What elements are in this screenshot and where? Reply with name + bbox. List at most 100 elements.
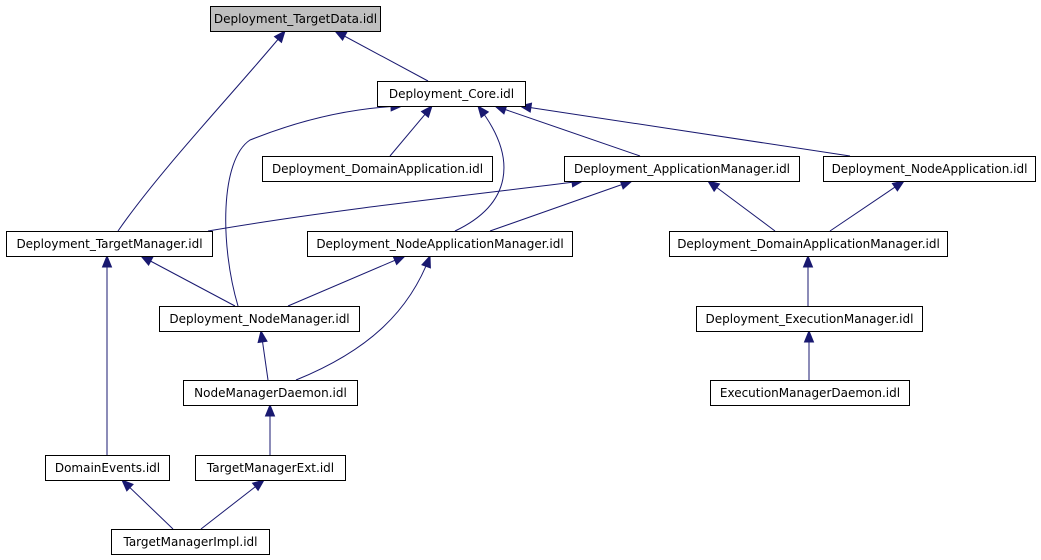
arrow-head-icon: [392, 255, 407, 266]
node-domainappmgr[interactable]: Deployment_DomainApplicationManager.idl: [669, 231, 948, 257]
node-box[interactable]: [377, 81, 526, 107]
node-box[interactable]: [195, 455, 346, 481]
edge-line: [295, 255, 431, 381]
node-nodemgr[interactable]: Deployment_NodeManager.idl: [159, 306, 360, 332]
edge-domainapp-to-core: [389, 104, 433, 157]
edge-line: [207, 180, 584, 232]
edge-nodemgrdaemon-to-nodeappmgr: [295, 254, 431, 381]
edge-line: [287, 255, 406, 307]
edge-nodemgr-to-core: [225, 101, 404, 307]
edge-core-to-targetdata: [333, 30, 429, 82]
edge-line: [494, 105, 641, 157]
edge-line: [454, 105, 505, 232]
graph-edges: [101, 29, 906, 530]
node-label: Deployment_DomainApplication.idl: [272, 162, 483, 176]
edge-line: [117, 30, 286, 232]
edge-nodemgr-to-nodeappmgr: [287, 255, 407, 307]
arrow-head-icon: [477, 104, 490, 119]
edge-targetmgr-to-appmgr: [207, 177, 585, 232]
node-targetmgrext[interactable]: TargetManagerExt.idl: [195, 455, 346, 481]
edge-line: [519, 105, 851, 157]
node-label: Deployment_TargetManager.idl: [16, 237, 202, 251]
edge-line: [225, 105, 403, 307]
node-nodemgrdaemon[interactable]: NodeManagerDaemon.idl: [183, 380, 358, 406]
node-label: Deployment_NodeManager.idl: [169, 312, 349, 326]
edge-appmgr-to-core: [493, 104, 641, 157]
node-nodeapp[interactable]: Deployment_NodeApplication.idl: [823, 156, 1036, 182]
node-box[interactable]: [6, 231, 213, 257]
node-label: ExecutionManagerDaemon.idl: [720, 386, 900, 400]
edge-line: [121, 479, 174, 530]
node-box[interactable]: [210, 6, 381, 32]
arrow-head-icon: [802, 254, 814, 268]
edge-targetmgrext-to-nodemgrdaemon: [264, 403, 276, 455]
edge-targetmgr-to-targetdata: [117, 29, 286, 232]
node-label: TargetManagerExt.idl: [206, 461, 334, 475]
arrow-head-icon: [706, 180, 721, 193]
node-domainapp[interactable]: Deployment_DomainApplication.idl: [262, 156, 493, 182]
arrow-head-icon: [101, 254, 113, 268]
node-box[interactable]: [45, 455, 170, 481]
arrow-head-icon: [803, 329, 815, 343]
edge-line: [200, 479, 265, 530]
edge-nodemgr-to-targetmgr: [139, 255, 236, 307]
edge-execmgr-to-domainappmgr: [802, 254, 814, 306]
edge-domainevents-to-targetmgr: [101, 254, 113, 455]
arrow-head-icon: [121, 479, 134, 492]
node-box[interactable]: [696, 306, 923, 332]
edge-line: [140, 255, 236, 307]
arrow-head-icon: [420, 104, 433, 119]
node-appmgr[interactable]: Deployment_ApplicationManager.idl: [564, 156, 800, 182]
node-box[interactable]: [710, 380, 910, 406]
edge-execmgrdaemon-to-execmgr: [803, 329, 815, 380]
arrow-head-icon: [257, 329, 268, 344]
node-execmgr[interactable]: Deployment_ExecutionManager.idl: [696, 306, 923, 332]
node-label: Deployment_Core.idl: [389, 87, 514, 101]
node-label: Deployment_TargetData.idl: [214, 12, 377, 26]
node-label: Deployment_DomainApplicationManager.idl: [677, 237, 940, 251]
graph-nodes: Deployment_TargetData.idlDeployment_Core…: [6, 6, 1036, 555]
node-label: DomainEvents.idl: [55, 461, 160, 475]
node-targetmgrimpl[interactable]: TargetManagerImpl.idl: [111, 529, 270, 555]
edge-nodeappmgr-to-appmgr: [489, 179, 634, 232]
arrow-head-icon: [139, 255, 154, 267]
node-domainevents[interactable]: DomainEvents.idl: [45, 455, 170, 481]
node-box[interactable]: [307, 231, 573, 257]
edge-line: [829, 180, 905, 232]
edge-targetmgrimpl-to-targetmgrext: [200, 479, 266, 530]
node-label: TargetManagerImpl.idl: [122, 535, 257, 549]
arrow-head-icon: [264, 403, 276, 417]
node-targetdata[interactable]: Deployment_TargetData.idl: [210, 6, 381, 32]
node-core[interactable]: Deployment_Core.idl: [377, 81, 526, 107]
edge-line: [707, 180, 776, 232]
node-box[interactable]: [159, 306, 360, 332]
node-box[interactable]: [823, 156, 1036, 182]
arrow-head-icon: [421, 254, 431, 269]
node-box[interactable]: [111, 529, 270, 555]
edge-line: [334, 30, 429, 82]
arrow-head-icon: [251, 479, 266, 492]
edge-line: [489, 180, 633, 232]
node-label: NodeManagerDaemon.idl: [194, 386, 347, 400]
node-targetmgr[interactable]: Deployment_TargetManager.idl: [6, 231, 213, 257]
edge-domainappmgr-to-appmgr: [706, 180, 776, 232]
node-label: Deployment_NodeApplicationManager.idl: [316, 237, 563, 251]
node-nodeappmgr[interactable]: Deployment_NodeApplicationManager.idl: [307, 231, 573, 257]
node-box[interactable]: [564, 156, 800, 182]
node-box[interactable]: [262, 156, 493, 182]
node-label: Deployment_ApplicationManager.idl: [574, 162, 790, 176]
arrow-head-icon: [891, 180, 906, 192]
edge-nodemgrdaemon-to-nodemgr: [257, 329, 269, 381]
node-execmgrdaemon[interactable]: ExecutionManagerDaemon.idl: [710, 380, 910, 406]
node-box[interactable]: [669, 231, 948, 257]
arrow-head-icon: [333, 30, 348, 42]
node-box[interactable]: [183, 380, 358, 406]
arrow-head-icon: [273, 29, 286, 44]
edge-domainappmgr-to-nodeapp: [829, 180, 906, 232]
edge-nodeappmgr-to-core: [454, 104, 505, 232]
node-label: Deployment_ExecutionManager.idl: [706, 312, 914, 326]
edge-targetmgrimpl-to-domainevents: [121, 479, 174, 530]
edge-nodeapp-to-core: [518, 102, 851, 157]
node-label: Deployment_NodeApplication.idl: [832, 162, 1028, 176]
